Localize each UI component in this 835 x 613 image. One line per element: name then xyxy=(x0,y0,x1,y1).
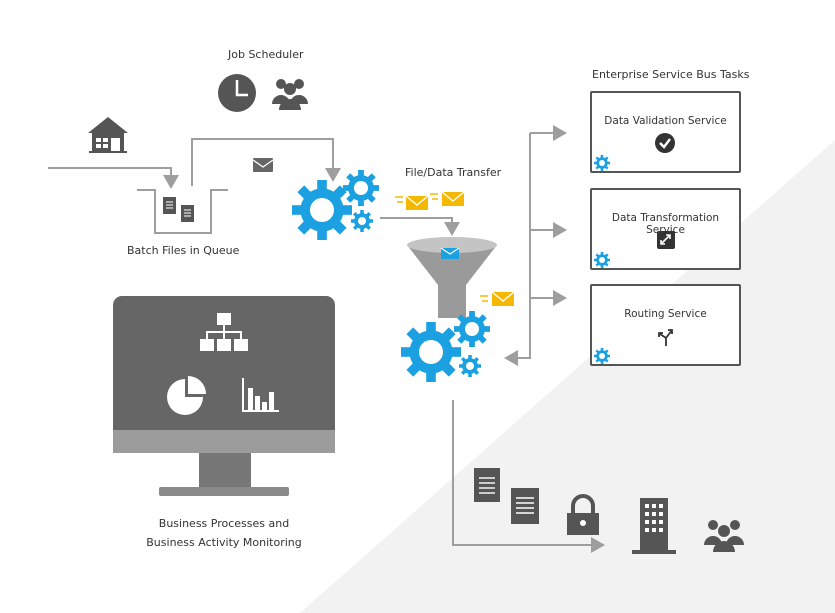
funnel-icon xyxy=(407,237,497,318)
transform-icon xyxy=(657,231,675,249)
office-building-icon xyxy=(632,498,676,554)
gear-cluster-top xyxy=(292,170,379,240)
warehouse-icon xyxy=(88,117,128,153)
service-box-routing: Routing Service xyxy=(590,284,741,366)
monitor-icon xyxy=(113,296,335,496)
envelope-icon-gray xyxy=(252,158,274,172)
batch-queue-label: Batch Files in Queue xyxy=(127,244,240,257)
document-icons xyxy=(474,468,539,524)
service-label: Routing Service xyxy=(624,308,707,320)
service-box-data-transformation: Data Transformation Service xyxy=(590,188,741,270)
monitoring-label-line1: Business Processes and xyxy=(158,517,290,530)
monitoring-label-line2: Business Activity Monitoring xyxy=(146,536,302,549)
batch-file-icons xyxy=(163,197,194,222)
settings-gear-icon xyxy=(594,348,610,364)
job-scheduler-label: Job Scheduler xyxy=(228,48,304,61)
pie-chart-icon xyxy=(167,376,206,415)
queue-tray xyxy=(137,189,228,234)
envelope-icons-transfer xyxy=(395,191,515,307)
settings-gear-icon xyxy=(594,252,610,268)
esb-title: Enterprise Service Bus Tasks xyxy=(592,68,750,81)
service-box-data-validation: Data Validation Service xyxy=(590,91,741,173)
people-icon xyxy=(272,79,308,110)
connector-lines xyxy=(48,125,605,553)
bar-chart-icon xyxy=(242,378,279,412)
settings-gear-icon xyxy=(594,155,610,171)
check-circle-icon xyxy=(655,133,675,153)
service-label: Data Validation Service xyxy=(604,115,727,127)
clock-icon xyxy=(218,74,256,112)
file-transfer-label: File/Data Transfer xyxy=(405,166,502,179)
gear-cluster-bottom xyxy=(401,311,490,382)
service-label: Data Transformation Service xyxy=(611,212,720,236)
lock-icon xyxy=(567,494,599,535)
people-group-icon xyxy=(704,520,744,552)
route-arrows-icon xyxy=(658,329,673,346)
hierarchy-icon xyxy=(200,313,248,351)
